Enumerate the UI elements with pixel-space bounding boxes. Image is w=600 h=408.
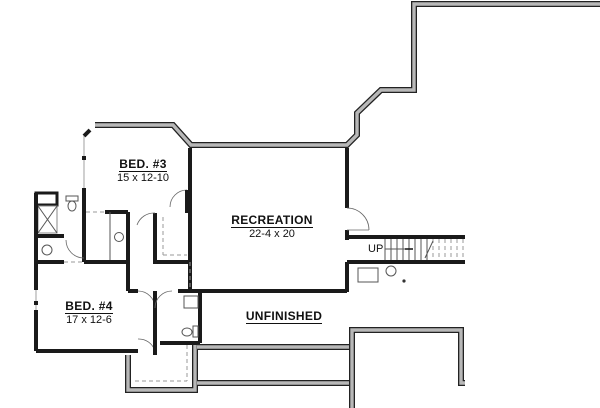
room-label-recreation: RECREATION 22-4 x 20 — [222, 212, 322, 240]
room-label-bed3: BED. #3 15 x 12-10 — [98, 156, 188, 184]
bathroom-left — [34, 191, 130, 264]
room-label-bed4: BED. #4 17 x 12-6 — [44, 298, 134, 326]
closet-bed3 — [136, 189, 189, 264]
room-dimensions: 17 x 12-6 — [66, 314, 112, 326]
room-label-unfinished: UNFINISHED — [234, 308, 334, 324]
hall-bath — [153, 262, 202, 355]
stair[interactable] — [347, 235, 465, 264]
mechanical-fixtures — [357, 265, 406, 283]
room-dimensions: 22-4 x 20 — [249, 228, 295, 240]
bed4-walls — [34, 262, 156, 353]
stair-up-label: UP — [368, 243, 384, 255]
room-dimensions: 15 x 12-10 — [117, 172, 169, 184]
lower-closet — [122, 345, 198, 393]
exterior-wall-upper-right — [95, 1, 600, 148]
room-name: BED. #4 — [65, 299, 113, 314]
unfinished-walls — [197, 289, 465, 408]
room-name: BED. #3 — [119, 157, 167, 172]
room-name: RECREATION — [231, 213, 313, 228]
room-name: UNFINISHED — [245, 309, 323, 324]
bed3-left-wall — [82, 128, 92, 215]
